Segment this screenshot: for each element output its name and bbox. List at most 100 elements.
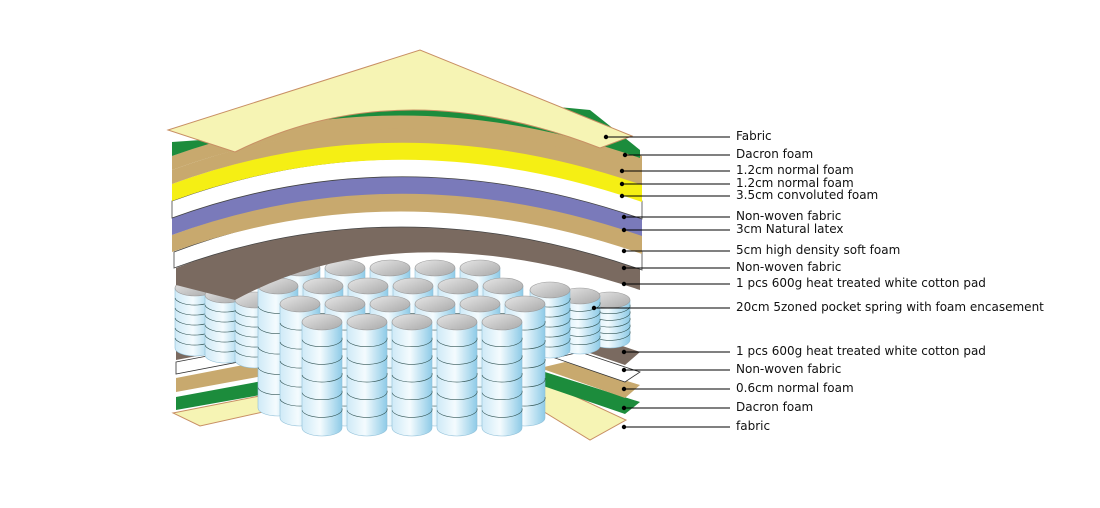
- spring-coil: [436, 337, 478, 348]
- spring-coil: [301, 408, 343, 418]
- non-woven-bottom-layer-right: [553, 351, 641, 383]
- spring-top: [391, 313, 433, 331]
- spring-coil: [301, 372, 343, 383]
- spring-coil: [391, 408, 433, 418]
- spring-top: [347, 277, 389, 295]
- spring-top: [369, 295, 411, 313]
- pocket-spring: [481, 313, 523, 437]
- label-non-woven-1: Non-woven fabric: [736, 209, 842, 223]
- spring-coil: [436, 372, 478, 383]
- top-layers: [166, 49, 643, 300]
- spring-top: [436, 313, 478, 331]
- pocket-spring-array: [174, 259, 631, 437]
- spring-body: [346, 321, 388, 437]
- hd-soft-foam-layer: [172, 192, 642, 254]
- spring-top: [392, 277, 434, 295]
- pocket-spring: [391, 313, 433, 437]
- spring-coil: [436, 390, 478, 401]
- label-normal-foam-1: 1.2cm normal foam: [736, 163, 854, 177]
- pocket-spring: [301, 313, 343, 437]
- label-dacron-top: Dacron foam: [736, 147, 814, 161]
- spring-coil: [301, 355, 343, 365]
- leader-dot-dacron-top: [622, 152, 628, 158]
- spring-coil: [391, 355, 433, 365]
- leader-lines: [591, 134, 730, 430]
- spring-coil: [436, 408, 478, 418]
- leader-dot-natural-latex: [621, 227, 627, 233]
- natural-latex-layer: [172, 175, 642, 236]
- spring-coil: [436, 355, 478, 365]
- leader-dot-normal-foam-2: [619, 181, 625, 187]
- normal-foam-top-layer-2: [172, 128, 642, 185]
- spring-top: [302, 277, 344, 295]
- label-cotton-pad-bottom: 1 pcs 600g heat treated white cotton pad: [736, 344, 986, 358]
- spring-coil: [481, 337, 523, 348]
- label-cotton-pad-top: 1 pcs 600g heat treated white cotton pad: [736, 276, 986, 290]
- spring-body: [436, 321, 478, 437]
- label-non-woven-2: Non-woven fabric: [736, 260, 842, 274]
- leader-dot-cotton-pad-top: [621, 281, 627, 287]
- label-hd-soft-foam: 5cm high density soft foam: [736, 243, 901, 257]
- spring-top: [482, 277, 524, 295]
- pocket-spring: [346, 313, 388, 437]
- spring-top: [414, 295, 456, 313]
- spring-top: [459, 295, 501, 313]
- spring-coil: [346, 408, 388, 418]
- spring-top: [414, 259, 456, 277]
- spring-top: [529, 281, 571, 299]
- spring-body: [391, 321, 433, 437]
- label-fabric-top: Fabric: [736, 129, 772, 143]
- leader-dot-fabric-bottom: [621, 424, 627, 430]
- spring-coil: [481, 408, 523, 418]
- leader-dot-convoluted-foam: [619, 193, 625, 199]
- spring-coil: [346, 337, 388, 348]
- spring-top: [346, 313, 388, 331]
- spring-top: [369, 259, 411, 277]
- leader-dot-dacron-bottom: [621, 405, 627, 411]
- spring-coil: [391, 372, 433, 383]
- leader-dot-normal-foam-3: [621, 386, 627, 392]
- label-pocket-spring: 20cm 5zoned pocket spring with foam enca…: [736, 300, 1044, 314]
- spring-body: [301, 321, 343, 437]
- spring-top: [459, 259, 501, 277]
- leader-dot-pocket-spring: [591, 305, 597, 311]
- fabric-top-layer: [166, 49, 634, 153]
- leader-dot-non-woven-1: [621, 214, 627, 220]
- spring-top: [279, 295, 321, 313]
- label-dacron-bottom: Dacron foam: [736, 400, 814, 414]
- label-non-woven-3: Non-woven fabric: [736, 362, 842, 376]
- label-normal-foam-2: 1.2cm normal foam: [736, 176, 854, 190]
- normal-foam-bottom-layer-right: [540, 362, 640, 398]
- spring-coil: [481, 372, 523, 383]
- spring-coil: [481, 355, 523, 365]
- cotton-pad-top-layer: [176, 224, 640, 300]
- spring-coil: [481, 390, 523, 401]
- spring-coil: [391, 390, 433, 401]
- label-fabric-bottom: fabric: [736, 419, 771, 433]
- spring-coil: [346, 390, 388, 401]
- spring-coil: [346, 355, 388, 365]
- leader-dot-non-woven-2: [621, 265, 627, 271]
- spring-top: [324, 295, 366, 313]
- spring-top: [301, 313, 343, 331]
- spring-body: [481, 321, 523, 437]
- convoluted-foam-layer: [172, 142, 642, 202]
- spring-coil: [301, 337, 343, 348]
- pocket-spring: [436, 313, 478, 437]
- spring-coil: [391, 337, 433, 348]
- label-normal-foam-3: 0.6cm normal foam: [736, 381, 854, 395]
- label-natural-latex: 3cm Natural latex: [736, 222, 844, 236]
- leader-dot-hd-soft-foam: [621, 248, 627, 254]
- dacron-bottom-layer-right: [520, 372, 640, 414]
- leader-dot-normal-foam-1: [619, 168, 625, 174]
- leader-dot-cotton-pad-bottom: [621, 349, 627, 355]
- spring-coil: [301, 390, 343, 401]
- leader-dot-fabric-top: [603, 134, 609, 140]
- leader-dot-non-woven-3: [621, 367, 627, 373]
- spring-top: [437, 277, 479, 295]
- spring-top: [504, 295, 546, 313]
- spring-coil: [346, 372, 388, 383]
- label-convoluted-foam: 3.5cm convoluted foam: [736, 188, 879, 202]
- spring-top: [481, 313, 523, 331]
